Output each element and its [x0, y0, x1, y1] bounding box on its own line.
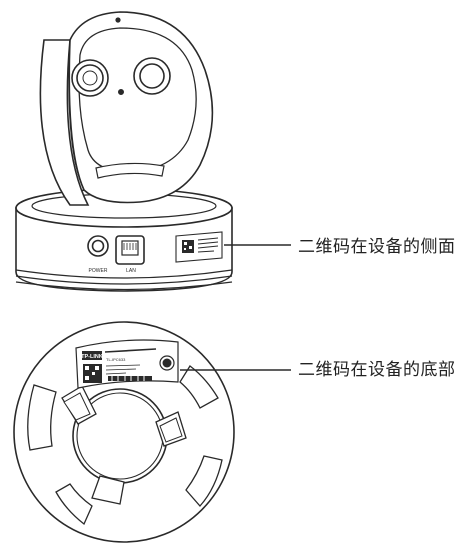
base-illustration: TP-LINK TL-IPC633	[13, 321, 235, 543]
camera-illustration: POWER LAN	[15, 11, 233, 292]
bottom-label: TP-LINK TL-IPC633	[75, 339, 179, 389]
power-port-label: POWER	[89, 268, 108, 274]
side-qr-label	[175, 231, 223, 263]
port-panel: POWER LAN	[87, 235, 145, 274]
label-model: TL-IPC633	[106, 357, 126, 362]
callout-bottom-text: 二维码在设备的底部	[298, 360, 456, 380]
lan-port-label: LAN	[126, 268, 136, 274]
label-brand: TP-LINK	[81, 354, 103, 360]
callout-side-text: 二维码在设备的侧面	[298, 237, 456, 257]
certification-badge-icon	[159, 355, 175, 371]
base-slots	[27, 365, 223, 526]
lens-left	[71, 59, 109, 97]
camera-head	[39, 11, 214, 206]
center-mount	[61, 385, 187, 505]
lens-right	[133, 57, 171, 95]
